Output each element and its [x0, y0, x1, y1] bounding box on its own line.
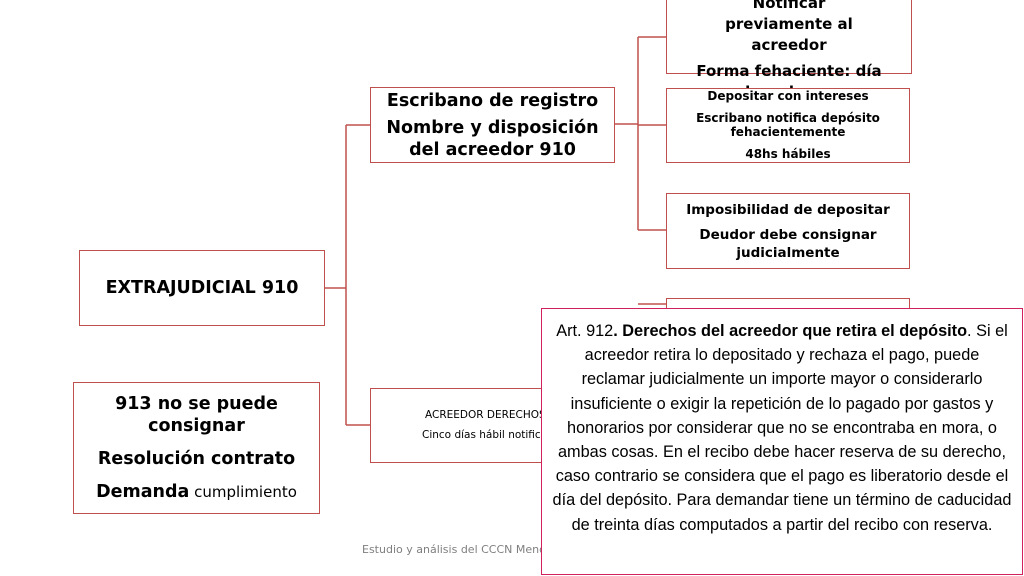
popup-title: . Derechos del acreedor que retira el de…	[613, 322, 968, 340]
registro-line2: Nombre y disposición del acreedor 910	[386, 117, 599, 160]
side-line1: 913 no se puede consignar	[115, 394, 278, 436]
depositar-line1: Depositar con intereses	[707, 89, 869, 103]
depositar-intereses-box: Depositar con intereses Escribano notifi…	[666, 88, 910, 163]
popup-prefix: Art. 912	[556, 322, 614, 340]
side-line3-rest: cumplimiento	[189, 483, 297, 501]
article-912-popup: Art. 912. Derechos del acreedor que reti…	[541, 308, 1023, 575]
imposibilidad-line1: Imposibilidad de depositar	[686, 201, 890, 218]
depositar-line2: Escribano notifica depósito fehacienteme…	[696, 110, 880, 140]
escribano-registro-box: Escribano de registro Nombre y disposici…	[370, 87, 615, 163]
registro-line1: Escribano de registro	[386, 90, 599, 111]
notificar-line1: Notificar previamente al acreedor	[725, 0, 853, 54]
depositar-line3: 48hs hábiles	[745, 146, 831, 161]
consignar-913-box: 913 no se puede consignar Resolución con…	[73, 382, 320, 514]
acreedor-line2: Cinco días hábil notific	[422, 429, 541, 441]
notificar-acreedor-box: Notificar previamente al acreedor Forma …	[666, 0, 912, 101]
root-label: EXTRAJUDICIAL 910	[105, 278, 299, 298]
imposibilidad-depositar-box: Imposibilidad de depositar Deudor debe c…	[666, 193, 910, 269]
popup-body: . Si el acreedor retira lo depositado y …	[552, 322, 1012, 534]
side-line3: Demanda cumplimiento	[96, 481, 297, 503]
extrajudicial-root-box: EXTRAJUDICIAL 910	[79, 250, 325, 326]
imposibilidad-line2: Deudor debe consignar judicialmente	[699, 226, 877, 261]
side-line2: Resolución contrato	[97, 449, 296, 469]
side-line3-bold: Demanda	[96, 482, 190, 502]
acreedor-line1: ACREEDOR DERECHOS	[425, 409, 546, 421]
